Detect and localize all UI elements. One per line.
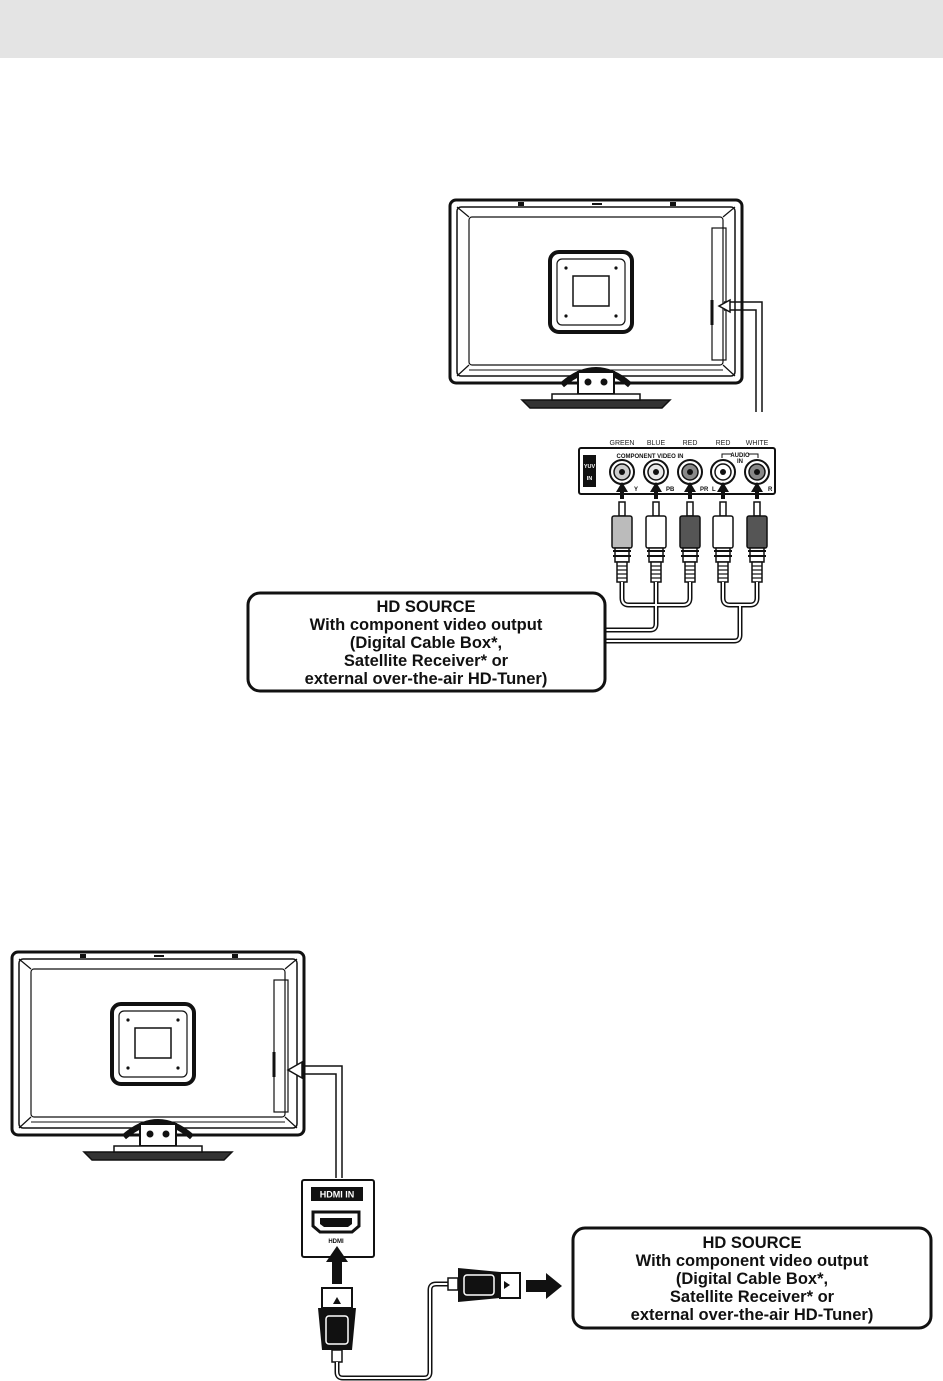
hdmi-plug-tv-side: [318, 1287, 356, 1363]
hdmi-plug-source-side: [447, 1268, 521, 1302]
label-audio-in: IN: [737, 459, 743, 465]
label-r: R: [768, 487, 773, 493]
panel-callout-line-2: [300, 1065, 343, 1178]
hd-source-box-2: HD SOURCE With component video output (D…: [571, 1226, 933, 1330]
rca-plug-green: [611, 501, 633, 583]
source-line3-1: (Digital Cable Box*,: [350, 634, 502, 652]
source-title-1: HD SOURCE: [376, 598, 475, 616]
jack-y: [609, 459, 635, 485]
label-red-video: RED: [683, 440, 698, 447]
label-pr: PR: [700, 487, 709, 493]
hdmi-input-panel: HDMI IN HDMI: [301, 1179, 375, 1258]
source-line2-1: With component video output: [310, 616, 543, 634]
rca-plug-white-audio: [746, 501, 768, 583]
label-l: L: [712, 487, 716, 493]
hdmi-in-title: HDMI IN: [320, 1190, 355, 1200]
label-white: WHITE: [746, 440, 769, 447]
header-band: [0, 0, 943, 58]
rca-plug-red-video: [679, 501, 701, 583]
label-audio: AUDIO: [730, 453, 750, 459]
source-line5-1: external over-the-air HD-Tuner): [305, 670, 548, 688]
insert-arrows-1: [616, 482, 763, 499]
insert-arrow-hdmi: [326, 1246, 348, 1284]
yuv-label-top: YUV: [584, 464, 596, 470]
label-green: GREEN: [610, 440, 635, 447]
hd-source-box-1: HD SOURCE With component video output (D…: [246, 591, 607, 693]
jack-audio-l: [710, 459, 736, 485]
component-input-panel: YUV IN GREEN BLUE RED RED WHITE COMPONEN…: [578, 440, 776, 495]
source-line4-1: Satellite Receiver* or: [344, 652, 509, 670]
yuv-label-bottom: IN: [587, 476, 593, 482]
label-red-audio: RED: [716, 440, 731, 447]
rca-plug-blue: [645, 501, 667, 583]
jack-pb: [643, 459, 669, 485]
jack-pr: [677, 459, 703, 485]
insert-arrow-source: [526, 1273, 562, 1299]
component-cables: [606, 582, 760, 644]
source-line4-2: Satellite Receiver* or: [670, 1288, 835, 1306]
tv-rear-view-2: [12, 952, 304, 1160]
label-blue: BLUE: [647, 440, 666, 447]
source-title-2: HD SOURCE: [702, 1234, 801, 1252]
rca-plug-red-audio: [712, 501, 734, 583]
label-y: Y: [634, 487, 638, 493]
tv-rear-view-1: [450, 200, 742, 408]
panel-callout-line-1: [724, 301, 763, 412]
label-component-video-in: COMPONENT VIDEO IN: [616, 454, 683, 460]
label-pb: PB: [666, 487, 675, 493]
hdmi-cable: [334, 1281, 450, 1381]
jack-audio-r: [744, 459, 770, 485]
hdmi-port-label: HDMI: [328, 1239, 344, 1245]
source-line5-2: external over-the-air HD-Tuner): [631, 1306, 874, 1324]
source-line2-2: With component video output: [636, 1252, 869, 1270]
source-line3-2: (Digital Cable Box*,: [676, 1270, 828, 1288]
